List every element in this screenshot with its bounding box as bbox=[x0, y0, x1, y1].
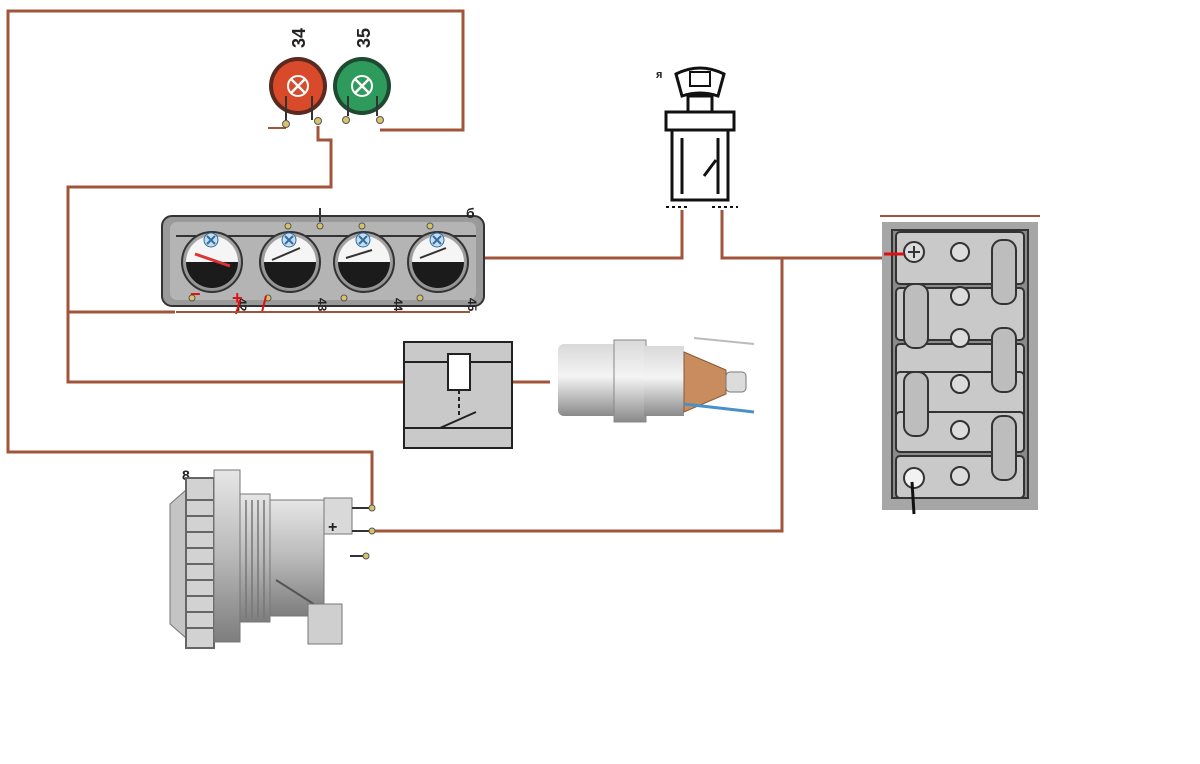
wires bbox=[6, 9, 900, 533]
wire-lamp35-to-alternator bbox=[6, 9, 465, 508]
battery-links bbox=[903, 239, 1017, 481]
instrument-cluster: б 42 43 44 bbox=[161, 205, 485, 315]
warning-lamp-34: 34 bbox=[269, 28, 327, 128]
gauge-voltmeter: 42 bbox=[181, 231, 249, 312]
gauge-44-label: 44 bbox=[391, 298, 405, 312]
relay bbox=[403, 341, 513, 449]
battery-ground-lead bbox=[910, 481, 916, 515]
battery-negative-terminal bbox=[903, 467, 925, 489]
wire-lamps-common bbox=[66, 126, 404, 384]
lamp-35-label: 35 bbox=[354, 28, 374, 48]
cluster-label: б bbox=[466, 205, 475, 221]
wire-cluster-to-switch bbox=[484, 210, 684, 260]
gauge-43-label: 43 bbox=[315, 298, 329, 312]
gauge-2: 43 bbox=[259, 231, 329, 312]
cluster-minus-sign: − bbox=[190, 284, 201, 304]
warning-lamp-35: 35 bbox=[333, 28, 391, 124]
alternator-plus-sign: + bbox=[328, 519, 337, 536]
ignition-coil bbox=[558, 337, 755, 423]
alternator-label: 8 bbox=[182, 467, 190, 483]
battery-caps bbox=[950, 242, 970, 486]
gauge-4: 45 bbox=[407, 231, 479, 312]
alternator: 8 + bbox=[169, 467, 376, 649]
wire-battery-to-alternator bbox=[372, 258, 784, 533]
battery bbox=[880, 215, 1040, 515]
lamp-34-label: 34 bbox=[289, 28, 309, 48]
ignition-switch-label: я bbox=[656, 69, 662, 81]
wire-switch-to-battery bbox=[720, 210, 900, 260]
gauge-3: 44 bbox=[333, 231, 405, 312]
alternator-fan bbox=[185, 477, 215, 649]
ignition-switch: я bbox=[656, 66, 738, 208]
gauge-45-label: 45 bbox=[465, 298, 479, 312]
alternator-winding bbox=[245, 500, 265, 618]
cluster-plus-sign: + bbox=[232, 288, 243, 308]
